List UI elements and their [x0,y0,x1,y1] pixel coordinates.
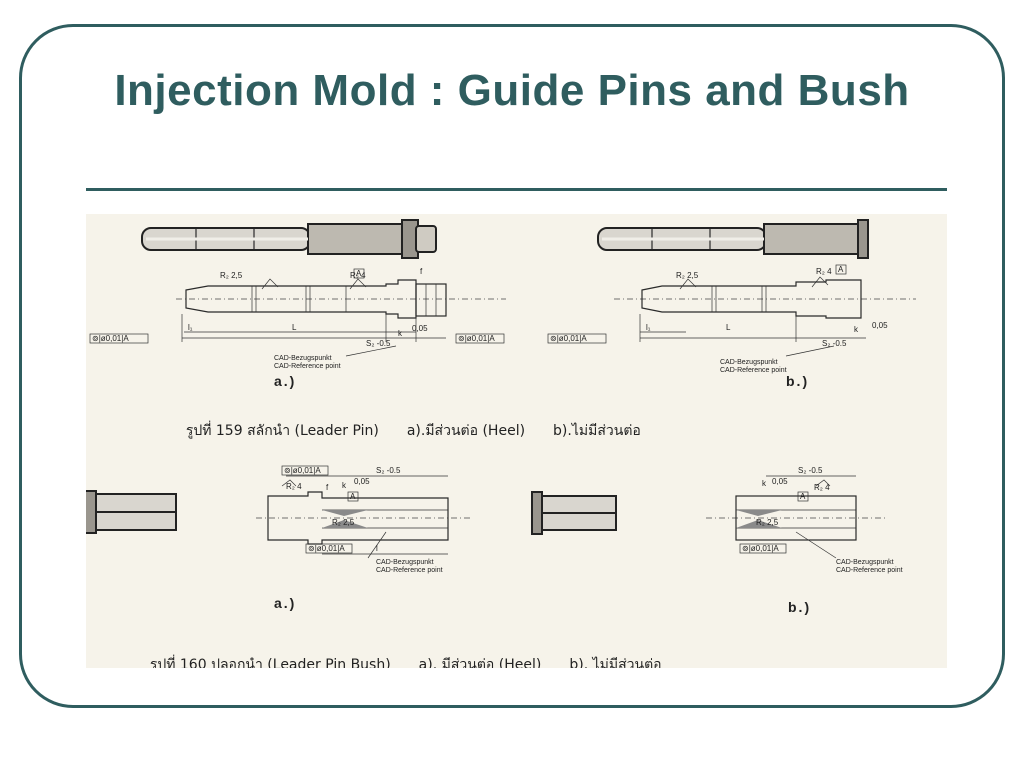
fig159b-dim-k: k [854,325,859,334]
fig160-caption-a: a). มีส่วนต่อ (Heel) [418,657,542,668]
leader-pin-a-render [141,219,437,259]
drawing-canvas: R₂ 2,5 R₂ 4 A L l₁ k f 0,05 S₂ -0.5 ⊚|ø0… [86,219,916,615]
fig160-caption-b: b). ไม่มีส่วนต่อ [569,657,662,668]
fig159a-dim-005: 0,05 [412,324,428,333]
fig159a-cad-de: CAD-Bezugspunkt [274,355,332,362]
fig159a-dim-f: f [420,267,423,276]
bush-b-render [531,491,617,535]
fig159a-dim-L: L [292,323,297,332]
leader-pin-b-drawing [547,276,916,357]
fig159-label-a: a.) [274,373,296,389]
fig159b-dim-l1: l₁ [646,323,651,332]
fig160a-dim-s2: S₂ -0.5 [376,466,401,475]
fig159a-tolerance-right: ⊚|ø0,01|A [458,334,495,343]
fig159-caption-main: รูปที่ 159 สลักนำ (Leader Pin) [185,423,379,439]
fig159a-tolerance-left: ⊚|ø0,01|A [92,334,129,343]
fig160a-tolerance-top: ⊚|ø0,01|A [284,466,321,475]
leader-pin-a-drawing [89,278,506,357]
fig160b-dim-k: k [762,479,767,488]
fig159b-datum: A [838,265,844,274]
fig159b-dim-L: L [726,323,731,332]
fig159a-datum: A [356,269,362,278]
fig160a-roughness-1: R₂ 2,5 [332,518,355,527]
fig160b-cad-en: CAD-Reference point [836,567,903,574]
fig160b-cad-de: CAD-Bezugspunkt [836,559,894,566]
fig160a-dim-l: l [376,544,378,553]
fig159a-dim-l1: l₁ [188,323,193,332]
fig159b-dim-s2: S₂ -0.5 [822,339,847,348]
fig160a-tolerance-bottom: ⊚|ø0,01|A [308,544,345,553]
fig160b-roughness-2: R₂ 4 [814,483,830,492]
fig160b-tolerance: ⊚|ø0,01|A [742,544,779,553]
fig159-caption-b: b).ไม่มีส่วนต่อ [553,423,641,439]
figure-160-caption: รูปที่ 160 ปลอกนำ (Leader Pin Bush) a). ม… [132,638,690,668]
fig159-caption-a: a).มีส่วนต่อ (Heel) [406,423,526,439]
fig159b-cad-en: CAD-Reference point [720,367,787,374]
fig159a-dim-k: k [398,329,403,338]
fig159a-roughness-2: R₂ 4 [350,271,366,280]
fig160a-datum: A [350,492,356,501]
fig160a-roughness-2: R₂ 4 [286,482,302,491]
fig159a-roughness-1: R₂ 2,5 [220,271,243,280]
figure-159-caption: รูปที่ 159 สลักนำ (Leader Pin) a).มีส่วนต… [168,404,669,458]
leader-pin-b-render [597,219,869,259]
fig160b-dim-005: 0,05 [772,477,788,486]
fig160a-cad-de: CAD-Bezugspunkt [376,559,434,566]
fig160a-dim-f: f [326,483,329,492]
fig160a-cad-en: CAD-Reference point [376,567,443,574]
fig160b-datum: A [800,492,806,501]
fig159b-cad-de: CAD-Bezugspunkt [720,359,778,366]
slide-title: Injection Mold : Guide Pins and Bush [114,66,910,115]
fig160-label-a: a.) [274,595,296,611]
fig159a-cad-en: CAD-Reference point [274,363,341,370]
fig159b-dim-005: 0,05 [872,321,888,330]
fig160-label-b: b.) [788,599,811,615]
bush-a-render [86,490,177,534]
fig160b-dim-s2: S₂ -0.5 [798,466,823,475]
fig160a-dim-k: k [342,481,347,490]
fig159a-dim-s2: S₂ -0.5 [366,339,391,348]
fig159b-roughness-1: R₂ 2,5 [676,271,699,280]
fig160b-roughness-1: R₂ 2,5 [756,518,779,527]
title-divider [86,188,947,191]
fig160a-dim-005: 0,05 [354,477,370,486]
bush-b-drawing [706,475,886,559]
bush-a-drawing [256,465,470,559]
fig159b-tolerance: ⊚|ø0,01|A [550,334,587,343]
technical-drawing: R₂ 2,5 R₂ 4 A L l₁ k f 0,05 S₂ -0.5 ⊚|ø0… [86,214,947,668]
fig159-label-b: b.) [786,373,809,389]
fig160-caption-main: รูปที่ 160 ปลอกนำ (Leader Pin Bush) [149,657,391,668]
fig159b-roughness-2: R₂ 4 [816,267,832,276]
